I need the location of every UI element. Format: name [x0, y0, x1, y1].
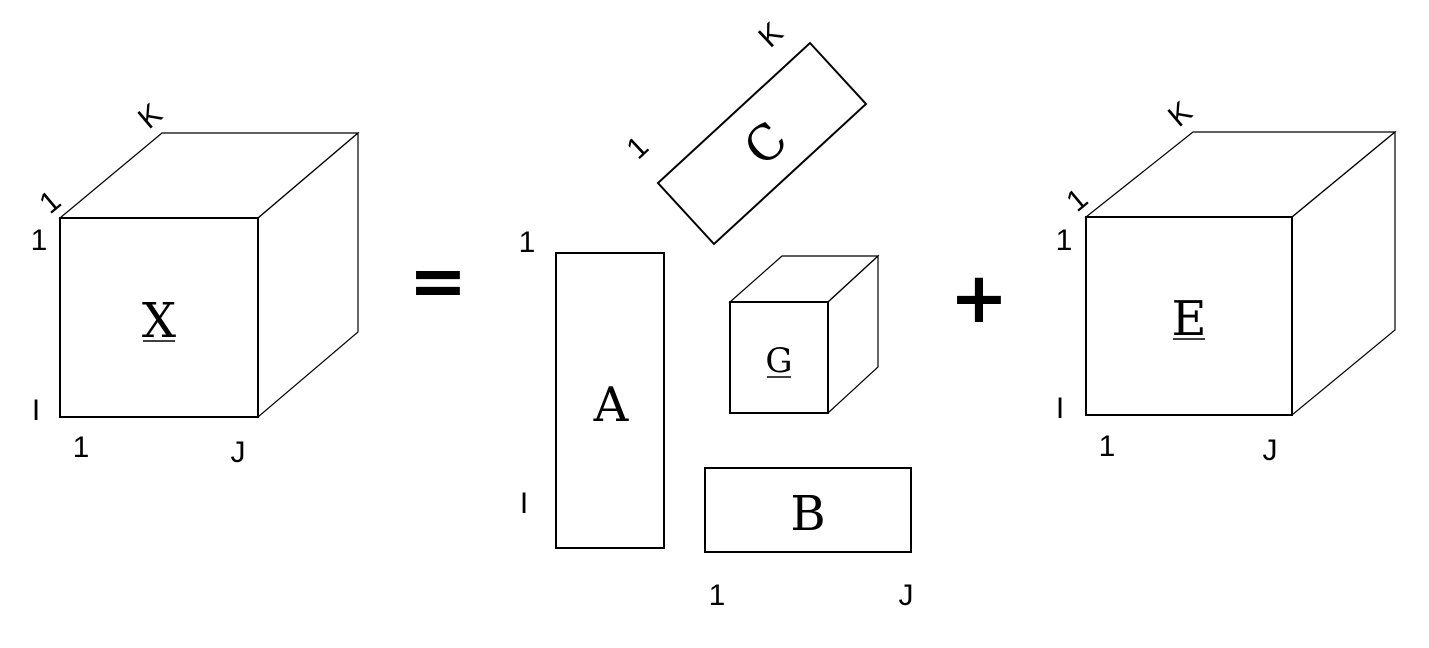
- tensor-e-cube: E K 1 1 I 1 J: [1056, 95, 1397, 467]
- e-col-one-index: 1: [1099, 430, 1116, 463]
- e-cube-side-face: [1291, 130, 1396, 417]
- b-label: B: [790, 486, 825, 542]
- c-matrix-rect: [656, 41, 868, 246]
- a-matrix-rect: [555, 252, 665, 549]
- x-cube-side-face: [257, 131, 359, 419]
- x-row-i-index: I: [32, 394, 40, 427]
- e-label: E: [1171, 291, 1206, 347]
- b-j-index: J: [899, 579, 914, 612]
- equals-operator: =: [409, 240, 468, 322]
- g-cube-front-face: [729, 301, 829, 414]
- e-depth-one-index: 1: [1060, 182, 1094, 218]
- x-row-one-index: 1: [31, 224, 48, 257]
- a-one-index: 1: [519, 226, 536, 259]
- g-cube-top-face: [728, 255, 880, 303]
- plus-operator: +: [950, 257, 1009, 339]
- c-k-index: K: [752, 16, 789, 54]
- e-row-i-index: I: [1056, 392, 1064, 425]
- e-k-index: K: [1162, 95, 1199, 133]
- x-cube-top-face: [58, 132, 360, 219]
- a-label: A: [593, 377, 630, 433]
- core-g-cube: G: [728, 254, 880, 415]
- a-i-index: I: [520, 487, 528, 520]
- e-row-one-index: 1: [1056, 224, 1073, 257]
- x-k-index: K: [132, 97, 169, 135]
- factor-a-matrix: A 1 I: [519, 226, 665, 549]
- e-cube-top-face: [1084, 131, 1397, 218]
- factor-b-matrix: B 1 J: [704, 467, 914, 612]
- g-label: G: [765, 341, 792, 381]
- g-cube-side-face: [827, 254, 879, 415]
- x-col-j-index: J: [231, 436, 246, 469]
- c-one-index: 1: [620, 130, 655, 166]
- b-one-index: 1: [709, 579, 726, 612]
- x-cube-front-face: [59, 217, 259, 418]
- e-cube-front-face: [1085, 216, 1293, 416]
- e-col-j-index: J: [1263, 434, 1278, 467]
- x-depth-one-index: 1: [33, 184, 67, 220]
- b-matrix-rect: [704, 467, 912, 553]
- x-col-one-index: 1: [73, 431, 90, 464]
- tensor-x-cube: X K 1 1 I 1 J: [31, 97, 360, 469]
- x-label: X: [142, 293, 176, 349]
- factor-c-matrix: C 1 K: [620, 16, 868, 246]
